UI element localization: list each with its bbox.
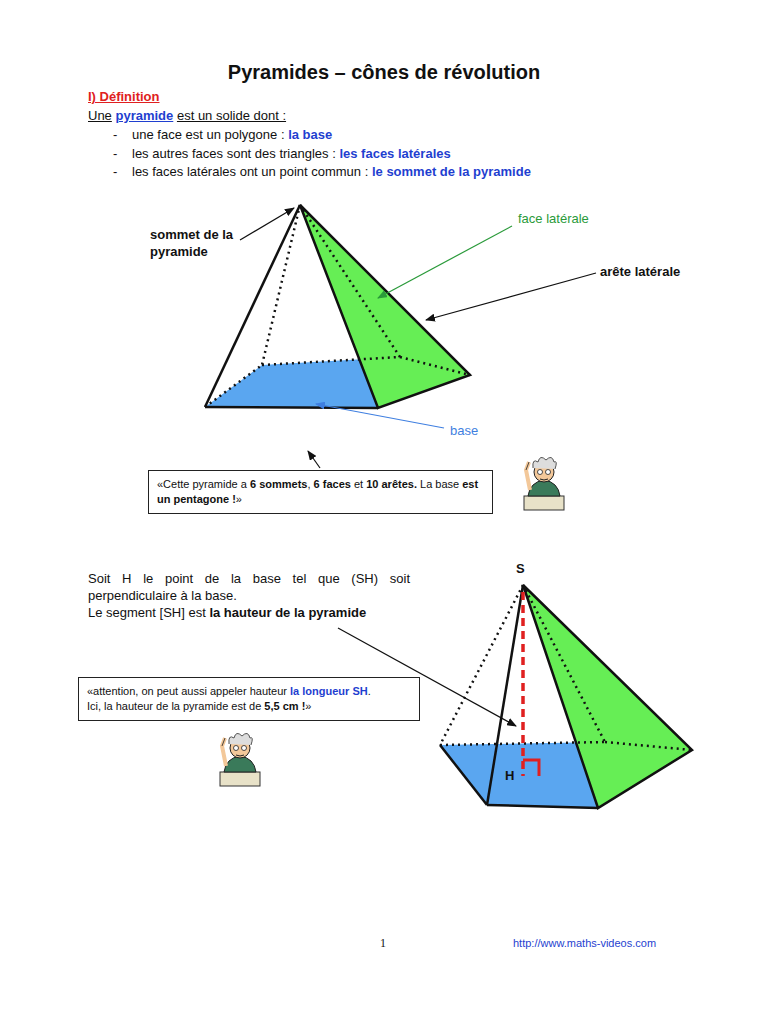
text-line: S (516, 560, 525, 577)
text-label: est un solide dont : (177, 108, 286, 123)
speech-box: «attention, on peut aussi appeler hauteu… (78, 677, 420, 721)
text-label: - (113, 146, 117, 161)
text-label: http://www.maths-videos.com (513, 937, 656, 949)
speech-text: la longueur SH (290, 685, 368, 697)
speech-text: 6 faces (314, 478, 351, 490)
leader-line (240, 208, 294, 240)
speech-text: , (307, 478, 310, 490)
text-label: arête latérale (600, 264, 680, 279)
leader-line (316, 404, 444, 428)
professor-cartoon (220, 733, 260, 786)
pyramid-1 (205, 205, 470, 408)
text-label: 1 (380, 936, 386, 950)
text-label: S (516, 561, 525, 576)
pyramid-2 (440, 585, 692, 808)
text-line: 1 (380, 934, 386, 952)
text-line: les autres faces sont des triangles : le… (132, 145, 451, 162)
speech-text: . (368, 685, 371, 697)
text-label: Une (88, 108, 112, 123)
text-line: - (113, 163, 117, 180)
text-line: sommet de la pyramide (150, 226, 260, 260)
speech-text: » (305, 700, 311, 712)
page-title: Pyramides – cônes de révolution (0, 60, 768, 87)
text-line: base (450, 422, 478, 439)
text-line: arête latérale (600, 263, 680, 280)
text-label: H (505, 768, 514, 783)
professor-cartoon (524, 457, 564, 510)
text-label: les autres faces sont des triangles : (132, 146, 336, 161)
text-line: Soit H le point de la base tel que (SH) … (88, 570, 410, 621)
text-line: I) Définition (88, 88, 160, 105)
speech-text: et (354, 478, 363, 490)
text-line: H (505, 767, 514, 784)
leader-line (308, 451, 320, 468)
leader-line (378, 226, 512, 298)
speech-text: «attention, on peut aussi appeler hauteu… (87, 685, 287, 697)
text-line: Une pyramide est un solide dont : (88, 107, 286, 124)
speech-text: » (236, 493, 242, 505)
title-text: Pyramides – cônes de révolution (228, 61, 540, 83)
text-label: - (113, 164, 117, 179)
text-label: une face est un polygone : (132, 127, 285, 142)
text-line: une face est un polygone : la base (132, 126, 332, 143)
text-label: - (113, 127, 117, 142)
speech-text: 6 sommets (250, 478, 307, 490)
text-label: les faces latérales ont un point commun … (132, 164, 368, 179)
speech-text: La base (420, 478, 459, 490)
text-label: le sommet de la pyramide (372, 164, 531, 179)
text-label: Soit H le point de la base tel que (SH) … (88, 571, 410, 603)
text-label: les faces latérales (339, 146, 450, 161)
text-label: face latérale (518, 211, 589, 226)
text-label: Le segment [SH] est (88, 605, 206, 620)
text-line: - (113, 145, 117, 162)
text-label: la base (288, 127, 332, 142)
text-label: pyramide (115, 108, 173, 123)
text-label: base (450, 423, 478, 438)
text-label: sommet de la pyramide (150, 227, 233, 259)
speech-text: Ici, la hauteur de la pyramide est de (87, 700, 261, 712)
text-line: les faces latérales ont un point commun … (132, 163, 531, 180)
speech-box: «Cette pyramide a 6 sommets, 6 faces et … (148, 470, 493, 514)
speech-text: «Cette pyramide a (157, 478, 247, 490)
text-label: I) Définition (88, 89, 160, 104)
leader-line (426, 273, 596, 320)
speech-text: 5,5 cm ! (264, 700, 305, 712)
text-label: la hauteur de la pyramide (209, 605, 366, 620)
text-line: - (113, 126, 117, 143)
text-line: http://www.maths-videos.com (513, 934, 656, 952)
speech-text: 10 arêtes. (366, 478, 417, 490)
text-line: face latérale (518, 210, 589, 227)
